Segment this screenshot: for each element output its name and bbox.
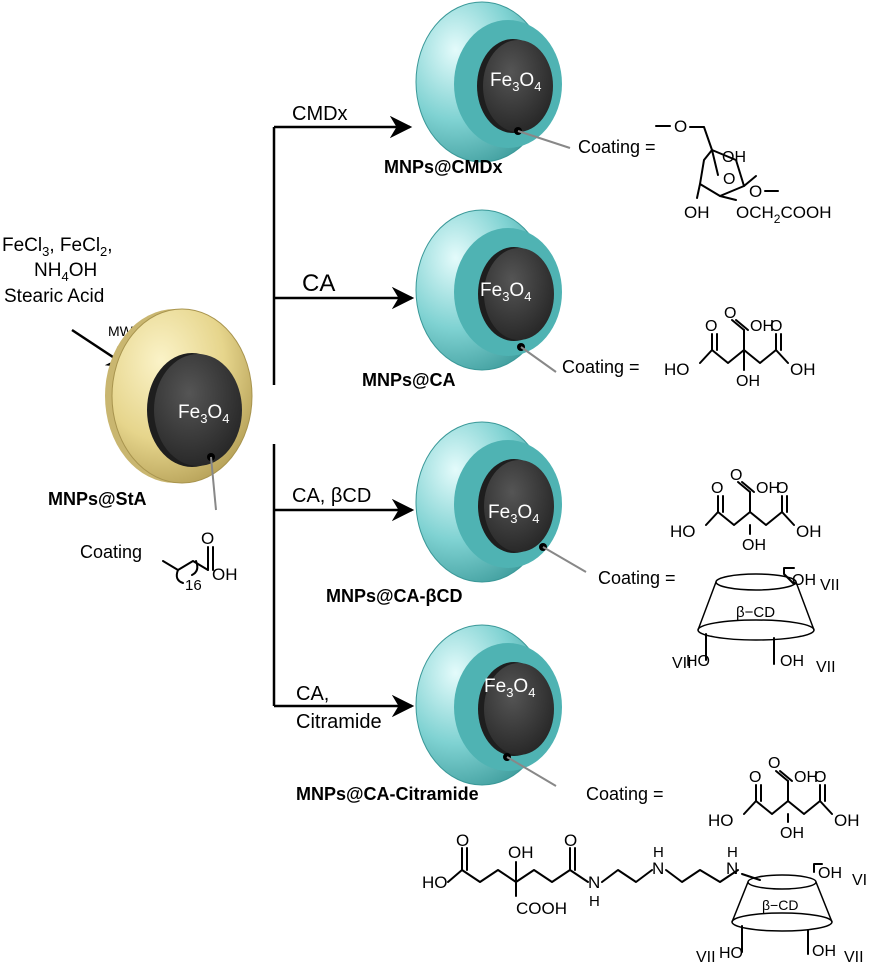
particle-cabcd: Fe3O4 — [415, 421, 587, 583]
svg-text:O: O — [723, 171, 735, 188]
cabcd-coating-label: Coating = — [598, 568, 676, 588]
svg-text:O: O — [768, 755, 780, 772]
svg-text:HO: HO — [664, 360, 690, 379]
svg-text:HO: HO — [708, 811, 734, 830]
svg-text:O: O — [770, 318, 782, 335]
svg-text:OH: OH — [756, 480, 780, 497]
particle-cacit: Fe3O4 — [415, 624, 562, 787]
cacit-citric-structure: O O O OH OH HO OH — [708, 755, 860, 842]
svg-text:β−CD: β−CD — [736, 604, 775, 621]
svg-text:OH: OH — [792, 572, 816, 589]
svg-text:OH: OH — [722, 149, 746, 166]
cmdx-name: MNPs@CMDx — [384, 157, 503, 177]
svg-text:OH: OH — [742, 537, 766, 554]
svg-text:HO: HO — [670, 522, 696, 541]
reagent-cmdx: CMDx — [292, 103, 348, 125]
citramide-structure: HO O OH COOH O N H N H N H — [422, 831, 761, 918]
svg-text:HO: HO — [422, 873, 448, 892]
svg-text:OCH2COOH: OCH2COOH — [736, 203, 831, 226]
svg-text:OH: OH — [736, 373, 760, 390]
svg-text:VII: VII — [696, 949, 716, 966]
svg-text:VI: VI — [852, 872, 867, 889]
cacit-core-label: Fe3O4 — [484, 676, 535, 700]
cmdx-coating-label: Coating = — [578, 137, 656, 157]
svg-text:VII: VII — [816, 659, 836, 676]
svg-text:OH: OH — [212, 565, 238, 584]
cmdx-structure: O OH O O OH OCH2COOH — [655, 117, 831, 226]
reagent-cacit-line1: CA, — [296, 683, 329, 705]
svg-text:H: H — [589, 893, 600, 910]
svg-text:O: O — [711, 480, 723, 497]
svg-text:N: N — [588, 873, 600, 892]
svg-text:OH: OH — [684, 203, 710, 222]
svg-text:OH: OH — [796, 522, 822, 541]
cabcd-name: MNPs@CA-βCD — [326, 586, 463, 606]
svg-text:O: O — [814, 769, 826, 786]
reagent-cacit-line2: Citramide — [296, 711, 382, 733]
svg-text:H: H — [727, 844, 738, 861]
svg-text:OH: OH — [780, 653, 804, 670]
reagent-line-3: Stearic Acid — [4, 286, 104, 307]
svg-text:OH: OH — [794, 769, 818, 786]
svg-text:O: O — [674, 117, 687, 136]
cabcd-core-label: Fe3O4 — [488, 502, 539, 526]
svg-text:OH: OH — [818, 865, 842, 882]
svg-text:VII: VII — [820, 577, 840, 594]
svg-text:HO: HO — [719, 945, 743, 962]
svg-text:COOH: COOH — [516, 899, 567, 918]
cacit-coating-label: Coating = — [586, 784, 664, 804]
svg-text:HO: HO — [686, 653, 710, 670]
reagent-line-1: FeCl3, FeCl2, — [2, 235, 113, 259]
svg-text:16: 16 — [185, 577, 202, 594]
cabcd-bcd-structure: β−CD OH VII VII HO OH VII — [672, 567, 840, 676]
stearic-acid-structure: O 16 OH — [162, 529, 238, 594]
svg-text:O: O — [456, 831, 469, 850]
sta-pointer-line — [210, 456, 217, 511]
svg-text:O: O — [749, 769, 761, 786]
reagent-ca: CA — [302, 270, 335, 297]
svg-text:O: O — [564, 831, 577, 850]
svg-text:OH: OH — [812, 943, 836, 960]
svg-text:OH: OH — [780, 825, 804, 842]
ca-coating-label: Coating = — [562, 357, 640, 377]
sta-name: MNPs@StA — [48, 489, 147, 509]
svg-text:VII: VII — [844, 949, 864, 966]
reagent-cabcd: CA, βCD — [292, 485, 371, 507]
svg-text:OH: OH — [508, 843, 534, 862]
cabcd-citric-structure: O O O OH OH HO OH — [670, 467, 822, 554]
svg-text:O: O — [705, 318, 717, 335]
sta-coating-label: Coating — [80, 542, 142, 562]
particle-ca: Fe3O4 — [415, 209, 562, 373]
svg-text:VII: VII — [672, 655, 692, 672]
cmdx-core-label: Fe3O4 — [490, 70, 541, 94]
ca-name: MNPs@CA — [362, 370, 456, 390]
svg-text:H: H — [653, 844, 664, 861]
svg-text:O: O — [724, 305, 736, 322]
svg-text:N: N — [726, 859, 738, 878]
svg-text:OH: OH — [790, 360, 816, 379]
svg-text:OH: OH — [750, 318, 774, 335]
cacit-name: MNPs@CA-Citramide — [296, 784, 479, 804]
reagent-line-2: NH4OH — [34, 260, 97, 284]
citramide-bcd-structure: β−CD OH VI VII HO OH VII — [696, 863, 867, 966]
svg-text:O: O — [201, 529, 214, 548]
ca-core-label: Fe3O4 — [480, 280, 531, 304]
svg-text:O: O — [730, 467, 742, 484]
particle-sta: Fe3O4 — [105, 308, 253, 511]
sta-core — [154, 354, 242, 466]
ca-structure: O O O OH OH HO OH — [664, 305, 816, 390]
sta-core-label: Fe3O4 — [178, 402, 229, 426]
branch-lines — [272, 115, 415, 718]
svg-text:OH: OH — [834, 811, 860, 830]
svg-text:N: N — [652, 859, 664, 878]
svg-text:β−CD: β−CD — [762, 897, 798, 913]
particle-cmdx: Fe3O4 — [415, 1, 571, 163]
svg-text:O: O — [749, 182, 762, 201]
svg-text:O: O — [776, 480, 788, 497]
